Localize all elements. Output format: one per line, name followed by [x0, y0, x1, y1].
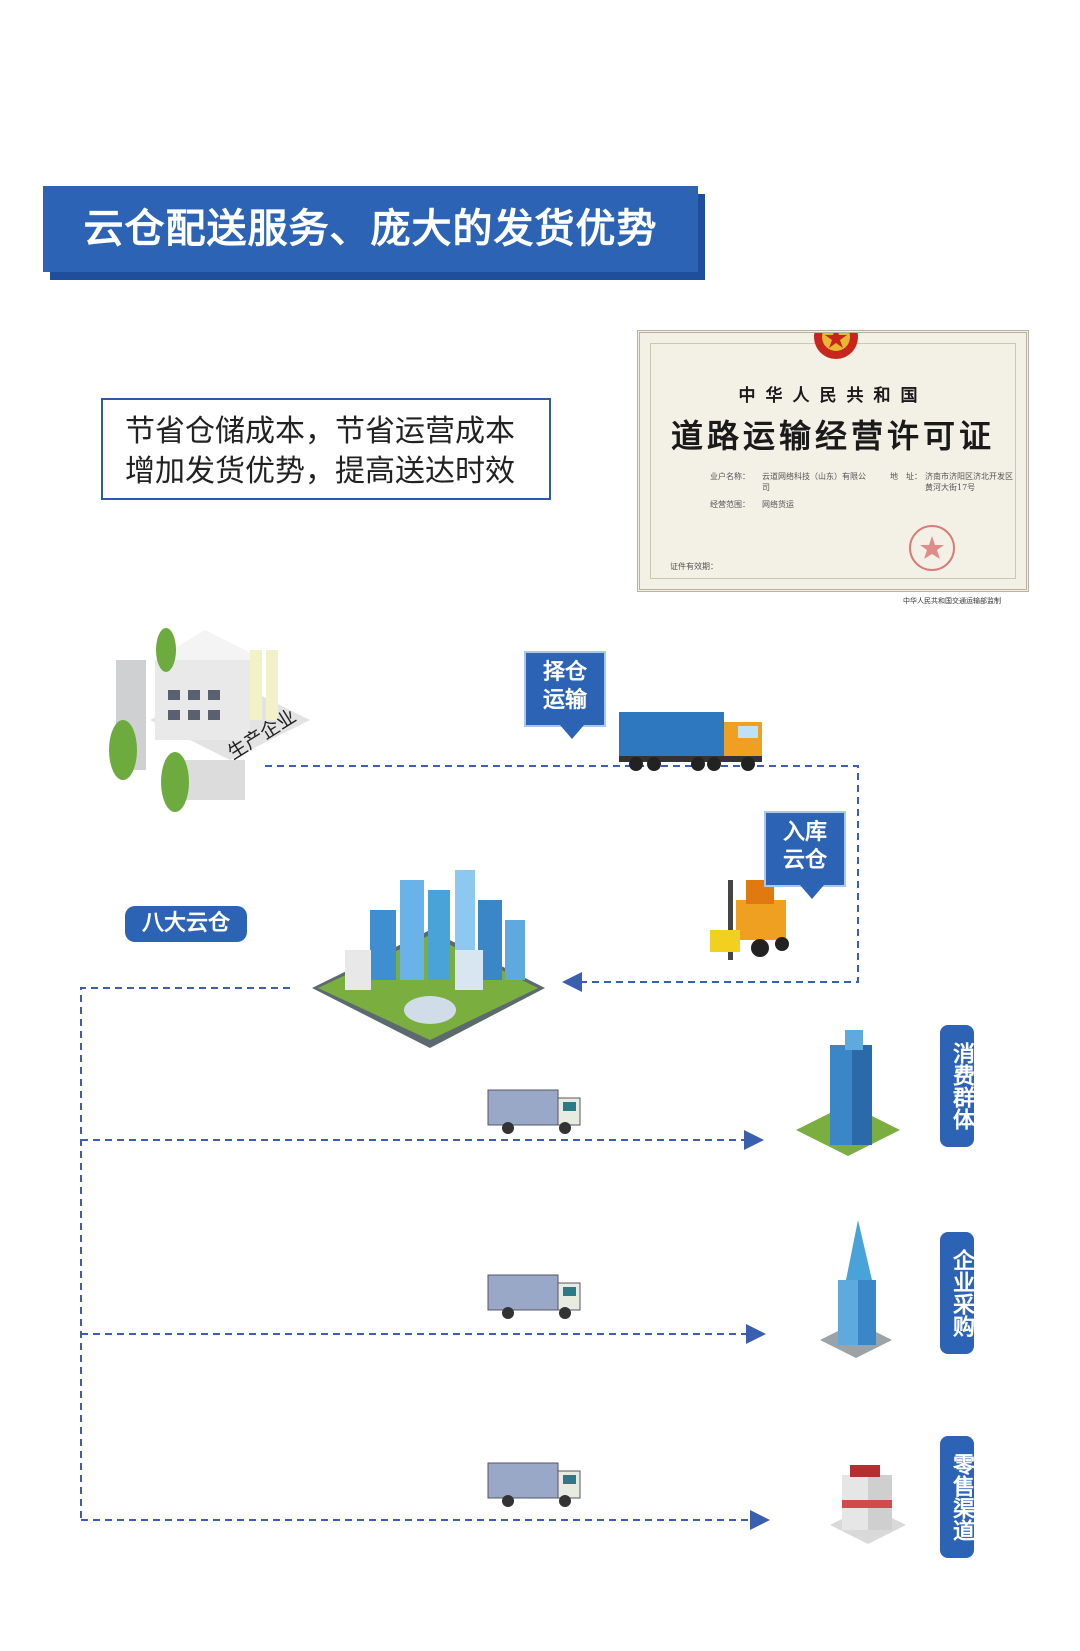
validity-label: 证件有效期：: [670, 562, 718, 571]
warehouse-tag: 入库 云仓: [764, 811, 846, 887]
scope-value: 网络货运: [762, 500, 794, 509]
slogan-line-2: 增加发货优势，提高送达时效: [125, 454, 515, 489]
delivery-truck-icon-2: [487, 1274, 581, 1319]
delivery-truck-icon-3: [487, 1462, 581, 1507]
transport-tag-line-2: 运输: [542, 688, 587, 713]
slogan-line-1: 节省仓储成本，节省运营成本: [125, 414, 515, 449]
delivery-truck-icon-1: [487, 1089, 581, 1134]
transport-tag-line-1: 择仓: [542, 660, 587, 685]
address-value: 济南市济阳区济北开发区黄河大街17号: [925, 472, 1013, 492]
cloud-warehouse-label: 八大云仓: [125, 906, 247, 942]
warehouse-tag-pointer: [800, 885, 824, 899]
factory-icon: [109, 628, 310, 812]
title-banner: [43, 186, 698, 272]
container-truck-icon: [619, 712, 762, 771]
transport-tag: 择仓 运输: [524, 651, 606, 727]
scope-label: 经营范围：: [710, 500, 750, 509]
destination-retail-tag: 零售渠道: [940, 1436, 974, 1558]
dashed-flow-lines: [80, 765, 859, 1530]
business-name-label: 业户名称：: [710, 472, 750, 481]
certificate-country: 中华人民共和国: [738, 386, 928, 406]
slogan-box: 节省仓储成本，节省运营成本 增加发货优势，提高送达时效: [101, 398, 551, 500]
office-tower-icon: [796, 1030, 900, 1156]
page-title: 云仓配送服务、庞大的发货优势: [83, 206, 658, 252]
official-seal-icon: [909, 525, 955, 571]
national-emblem-icon: [814, 333, 858, 359]
warehouse-tag-line-2: 云仓: [782, 848, 827, 873]
cloud-warehouse-city-icon: [312, 870, 545, 1048]
retail-shop-icon: [830, 1465, 906, 1544]
cloud-trunk-line: [80, 987, 290, 1520]
certificate-graphics: [814, 333, 955, 571]
skyscraper-icon: [820, 1220, 892, 1358]
warehouse-tag-line-1: 入库: [782, 820, 827, 845]
forklift-icon: [710, 880, 789, 960]
factory-to-cloud-line: [265, 765, 859, 992]
transport-tag-pointer: [560, 725, 584, 739]
license-certificate: 中华人民共和国 道路运输经营许可证 业户名称： 云道网络科技（山东）有限公司 地…: [637, 330, 1029, 592]
business-name-value: 云道网络科技（山东）有限公司: [762, 472, 866, 492]
certificate-name: 道路运输经营许可证: [670, 417, 995, 455]
destination-consumer-tag: 消费群体: [940, 1025, 974, 1147]
destination-enterprise-tag: 企业采购: [940, 1232, 974, 1354]
certificate-footer: 中华人民共和国交通运输部监制: [903, 597, 1001, 605]
address-label: 地 址：: [890, 472, 922, 481]
